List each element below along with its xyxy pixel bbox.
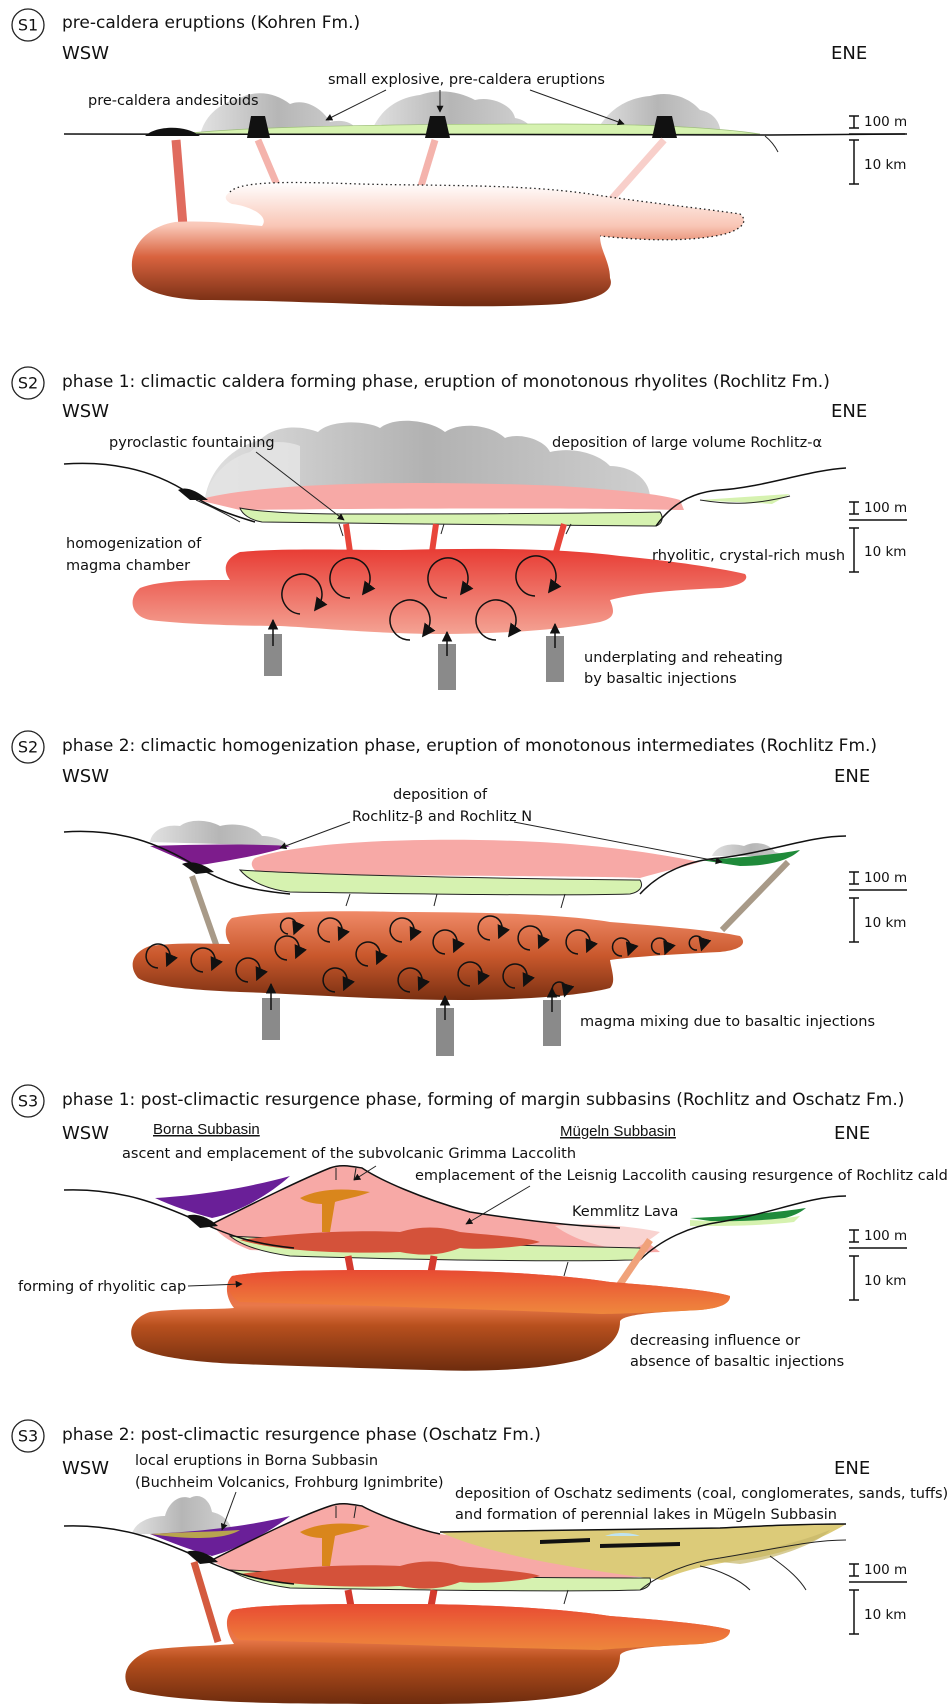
scale-label-10km: 10 km (864, 915, 906, 931)
eruption-cloud (132, 1496, 232, 1534)
annotation-crystal-rich-mush: rhyolitic, crystal-rich mush (652, 548, 845, 564)
scale-label-100m: 100 m (864, 500, 907, 516)
direction-right-label: ENE (834, 1458, 870, 1479)
ignimbrite-deposit (252, 840, 700, 878)
annotation-perennial-lakes: and formation of perennial lakes in Müge… (455, 1507, 837, 1523)
scale-bar: 100 m 10 km (849, 1562, 907, 1634)
panel-title: phase 1: post-climactic resurgence phase… (62, 1090, 904, 1110)
ground-surface (64, 134, 905, 135)
stage-badge-label: S2 (18, 374, 38, 393)
scale-label-100m: 100 m (864, 1228, 907, 1244)
direction-left-label: WSW (62, 43, 109, 64)
magma-chamber (133, 911, 743, 1000)
magma-chamber (132, 182, 744, 306)
scale-label-10km: 10 km (864, 1273, 906, 1289)
scale-label-100m: 100 m (864, 1562, 907, 1578)
fault-line (765, 136, 778, 152)
direction-right-label: ENE (834, 1123, 870, 1144)
annotation-pre-caldera-andesitoids: pre-caldera andesitoids (88, 93, 259, 109)
panel-s2-phase1: S2 phase 1: climactic caldera forming ph… (12, 367, 907, 690)
stage-badge: S2 (12, 367, 44, 399)
scale-bar: 100 m 10 km (849, 870, 907, 942)
panel-title: phase 2: post-climactic resurgence phase… (62, 1425, 541, 1445)
scale-label-100m: 100 m (864, 114, 907, 130)
annotation-rochlitz-beta-n: Rochlitz-β and Rochlitz N (352, 809, 532, 825)
direction-right-label: ENE (834, 766, 870, 787)
annotation-basaltic-injections: by basaltic injections (584, 671, 737, 687)
stage-badge-label: S2 (18, 738, 38, 757)
annotation-kemmlitz-lava: Kemmlitz Lava (572, 1204, 678, 1220)
stage-badge: S2 (12, 731, 44, 763)
direction-left-label: WSW (62, 766, 109, 787)
scale-bar: 100 m 10 km (849, 1228, 907, 1300)
andesitoid-dome (182, 862, 214, 874)
direction-left-label: WSW (62, 401, 109, 422)
direction-right-label: ENE (831, 43, 867, 64)
conduit (346, 524, 350, 552)
andesitoid-dome (178, 488, 208, 500)
scale-label-10km: 10 km (864, 157, 906, 173)
panel-title: phase 2: climactic homogenization phase,… (62, 736, 877, 756)
stage-badge-label: S3 (18, 1092, 38, 1111)
scale-label-10km: 10 km (864, 544, 906, 560)
annotation-grimma-laccolith: ascent and emplacement of the subvolcani… (122, 1146, 576, 1162)
conduit (176, 140, 183, 226)
scale-bar: 100 m 10 km (849, 500, 907, 572)
panel-title: pre-caldera eruptions (Kohren Fm.) (62, 13, 360, 33)
stage-badge: S1 (12, 9, 44, 41)
panel-s3-phase1: S3 phase 1: post-climactic resurgence ph… (12, 1085, 947, 1371)
annotation-underplating: underplating and reheating (584, 650, 783, 666)
annotation-leisnig-laccolith: emplacement of the Leisnig Laccolith cau… (415, 1168, 947, 1184)
annotation-deposition-rochlitz-alpha: deposition of large volume Rochlitz-α (552, 435, 822, 451)
direction-right-label: ENE (831, 401, 867, 422)
stage-badge: S3 (12, 1420, 44, 1452)
eruption-cloud (150, 821, 288, 846)
conduit (556, 524, 564, 552)
stage-badge-label: S3 (18, 1427, 38, 1446)
tuff-layer (240, 508, 662, 526)
annotation-absence-basaltic: absence of basaltic injections (630, 1354, 844, 1370)
annotation-magma-chamber: magma chamber (66, 558, 190, 574)
scale-bar: 100 m 10 km (849, 114, 907, 184)
scale-label-10km: 10 km (864, 1607, 906, 1623)
direction-left-label: WSW (62, 1458, 109, 1479)
annotation-pyroclastic-fountaining: pyroclastic fountaining (109, 435, 275, 451)
conduit (194, 1562, 218, 1642)
annotation-local-eruptions: local eruptions in Borna Subbasin (135, 1453, 378, 1469)
label-mugeln-subbasin: Mügeln Subbasin (560, 1123, 676, 1140)
panel-s3-phase2: S3 phase 2: post-climactic resurgence ph… (12, 1420, 947, 1704)
stage-badge: S3 (12, 1085, 44, 1117)
annotation-rhyolitic-cap: forming of rhyolitic cap (18, 1279, 186, 1295)
annotation-homogenization: homogenization of (66, 536, 202, 552)
conduit (722, 862, 788, 930)
annotation-small-explosive: small explosive, pre-caldera eruptions (328, 72, 605, 88)
annotation-oschatz-sediments: deposition of Oschatz sediments (coal, c… (455, 1486, 947, 1502)
annotation-deposition-of: deposition of (393, 787, 488, 803)
annotation-magma-mixing: magma mixing due to basaltic injections (580, 1014, 875, 1030)
conduit (192, 876, 218, 950)
annotation-buchheim-frohburg: (Buchheim Volcanics, Frohburg Ignimbrite… (135, 1475, 444, 1491)
direction-left-label: WSW (62, 1123, 109, 1144)
scale-label-100m: 100 m (864, 870, 907, 886)
panel-title: phase 1: climactic caldera forming phase… (62, 372, 830, 392)
annotation-decreasing-influence: decreasing influence or (630, 1333, 800, 1349)
panel-s1: S1 pre-caldera eruptions (Kohren Fm.) WS… (12, 9, 907, 306)
stage-badge-label: S1 (18, 16, 38, 35)
panel-s2-phase2: S2 phase 2: climactic homogenization pha… (12, 731, 907, 1056)
conduit (432, 524, 436, 552)
label-borna-subbasin: Borna Subbasin (153, 1121, 260, 1138)
